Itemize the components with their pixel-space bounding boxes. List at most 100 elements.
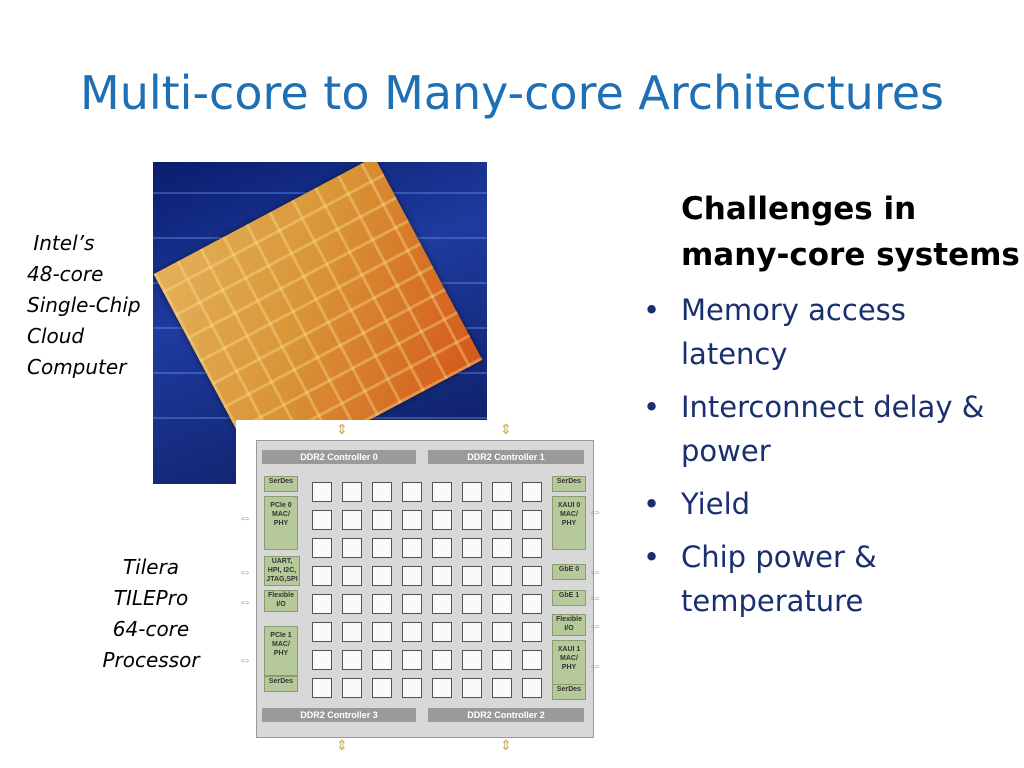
core-tile: [432, 650, 452, 670]
core-tile: [432, 622, 452, 642]
core-tile: [342, 538, 362, 558]
core-tile: [342, 566, 362, 586]
ddr2-controller-2: DDR2 Controller 2: [428, 708, 584, 722]
core-tile: [312, 594, 332, 614]
bullet-icon: •: [643, 487, 661, 521]
list-item-text: Interconnect delay & power: [681, 390, 985, 468]
core-tile: [402, 510, 422, 530]
core-tile: [402, 678, 422, 698]
io-arrow-icon: ⇔: [588, 617, 602, 633]
core-tile: [522, 594, 542, 614]
core-tile: [492, 678, 512, 698]
core-tile: [372, 510, 392, 530]
core-tile: [372, 650, 392, 670]
core-tile: [402, 538, 422, 558]
core-tile: [312, 622, 332, 642]
core-tile: [462, 538, 482, 558]
core-tile: [342, 650, 362, 670]
tilera-block-diagram: DDR2 Controller 0 DDR2 Controller 1 DDR2…: [236, 420, 604, 768]
core-tile: [462, 622, 482, 642]
core-tile: [372, 482, 392, 502]
core-tile: [462, 678, 482, 698]
slide-title: Multi-core to Many-core Architectures: [80, 66, 944, 120]
core-tile: [432, 482, 452, 502]
intel-caption: Intel’s 48-core Single-Chip Cloud Comput…: [27, 231, 141, 379]
bullet-icon: •: [643, 390, 661, 424]
io-arrow-icon: ⇔: [588, 657, 602, 673]
core-tile: [342, 678, 362, 698]
core-tile: [492, 482, 512, 502]
tilera-caption: Tilera TILEPro 64-core Processor: [102, 555, 200, 672]
serdes-right-top: SerDes: [552, 476, 586, 492]
core-tile: [312, 650, 332, 670]
core-tile: [432, 566, 452, 586]
uart-box: UART, HPI, I2C, JTAG,SPI: [264, 556, 300, 586]
flexible-io-right: Flexible I/O: [552, 614, 586, 636]
core-tile: [342, 594, 362, 614]
bullet-icon: •: [643, 540, 661, 574]
core-tile: [432, 594, 452, 614]
core-tile: [312, 482, 332, 502]
pcie0-box: PCIe 0 MAC/ PHY: [264, 496, 298, 550]
core-tile: [462, 510, 482, 530]
core-tile: [372, 594, 392, 614]
io-arrow-icon: ⇔: [238, 509, 252, 525]
core-tile: [312, 510, 332, 530]
diagram-chip-outline: [256, 440, 594, 738]
core-tile: [402, 566, 422, 586]
challenges-heading: Challenges in many-core systems: [681, 191, 1020, 273]
list-item: • Chip power & temperature: [641, 535, 1021, 623]
core-tile: [432, 678, 452, 698]
bullet-icon: •: [643, 293, 661, 327]
core-tile: [522, 650, 542, 670]
io-arrow-icon: ⇔: [588, 503, 602, 519]
core-tile: [522, 622, 542, 642]
io-arrow-icon: ⇕: [336, 421, 348, 437]
pcie1-box: PCIe 1 MAC/ PHY: [264, 626, 298, 676]
list-item: • Yield: [641, 482, 1021, 526]
io-arrow-icon: ⇔: [588, 589, 602, 605]
core-tile: [432, 510, 452, 530]
core-tile: [492, 594, 512, 614]
serdes-left-bottom: SerDes: [264, 676, 298, 692]
core-tile: [372, 622, 392, 642]
gbe1-box: GbE 1: [552, 590, 586, 606]
core-tile: [522, 538, 542, 558]
core-tile: [372, 678, 392, 698]
core-tile: [372, 566, 392, 586]
io-arrow-icon: ⇔: [238, 593, 252, 609]
core-tile: [372, 538, 392, 558]
ddr2-controller-1: DDR2 Controller 1: [428, 450, 584, 464]
gbe0-box: GbE 0: [552, 564, 586, 580]
challenges-list: •Memory access latency • Interconnect del…: [641, 288, 1021, 632]
core-tile: [522, 566, 542, 586]
core-tile: [492, 622, 512, 642]
list-item: • Interconnect delay & power: [641, 385, 1021, 473]
core-tile: [342, 510, 362, 530]
core-tile: [342, 482, 362, 502]
core-tile: [342, 622, 362, 642]
core-tile: [402, 594, 422, 614]
serdes-left-top: SerDes: [264, 476, 298, 492]
core-tile: [492, 566, 512, 586]
core-tile: [432, 538, 452, 558]
xaui1-box: XAUI 1 MAC/ PHY: [552, 640, 586, 686]
list-item-text: Chip power & temperature: [681, 540, 877, 618]
io-arrow-icon: ⇕: [500, 421, 512, 437]
core-tile: [492, 650, 512, 670]
io-arrow-icon: ⇔: [238, 563, 252, 579]
core-tile: [522, 482, 542, 502]
ddr2-controller-0: DDR2 Controller 0: [262, 450, 416, 464]
core-tile: [312, 566, 332, 586]
io-arrow-icon: ⇔: [588, 563, 602, 579]
core-tile: [462, 594, 482, 614]
list-item: •Memory access latency: [641, 288, 1021, 376]
io-arrow-icon: ⇕: [500, 737, 512, 753]
io-arrow-icon: ⇕: [336, 737, 348, 753]
ddr2-controller-3: DDR2 Controller 3: [262, 708, 416, 722]
xaui0-box: XAUI 0 MAC/ PHY: [552, 496, 586, 550]
core-tile: [492, 538, 512, 558]
list-item-text: Yield: [681, 487, 751, 521]
core-tile: [462, 650, 482, 670]
core-tile: [402, 482, 422, 502]
